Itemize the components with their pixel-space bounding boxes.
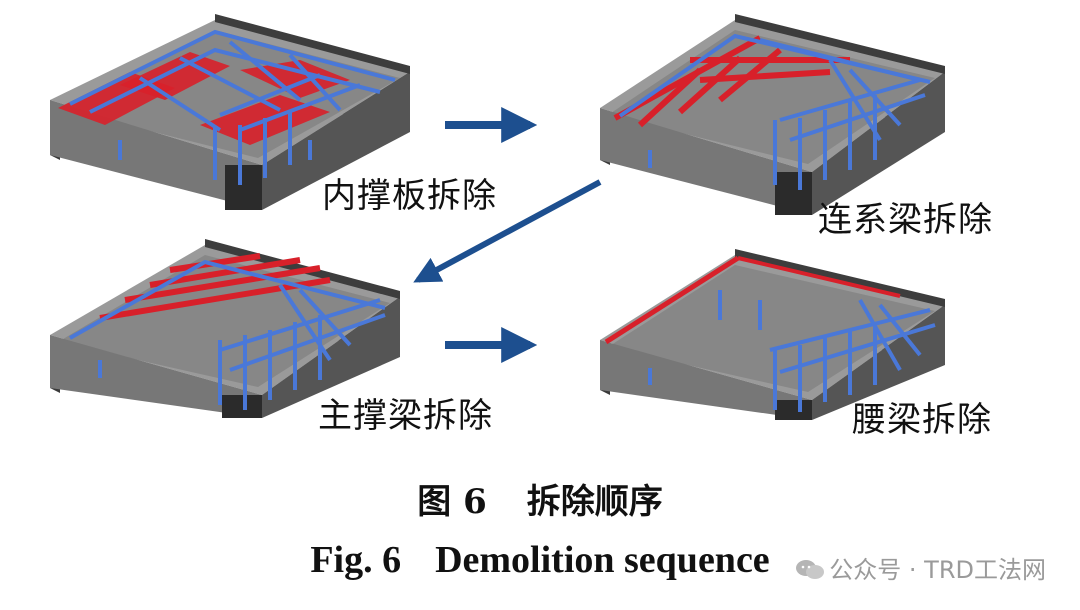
figure-title-en: Demolition sequence xyxy=(435,539,770,581)
wechat-icon xyxy=(796,560,825,579)
figure-title-cn: 拆除顺序 xyxy=(526,482,663,522)
figure-caption-cn: 图 6 拆除顺序 xyxy=(0,474,1080,523)
arrow-step2-to-step3 xyxy=(413,179,602,283)
step-2-label: 连系梁拆除 xyxy=(818,200,993,240)
panel-3-model xyxy=(50,239,400,418)
figure-caption-en: Fig. 6 Demolition sequence xyxy=(0,538,1080,582)
panel-2-model xyxy=(600,14,945,215)
diagram-svg xyxy=(50,14,945,420)
figure-number-cn: 图 6 xyxy=(417,482,487,522)
watermark: 公众号 · TRD工法网 xyxy=(795,550,1046,585)
panel-4-model xyxy=(600,249,945,420)
step-3-label: 主撑梁拆除 xyxy=(318,396,493,436)
step-1-label: 内撑板拆除 xyxy=(322,176,497,216)
step-4-label: 腰梁拆除 xyxy=(852,400,992,440)
panel-1-model xyxy=(50,14,410,210)
diagram-stage: 内撑板拆除 连系梁拆除 主撑梁拆除 腰梁拆除 xyxy=(50,14,993,440)
watermark-text: 公众号 · TRD工法网 xyxy=(829,556,1046,584)
figure-number-en: Fig. 6 xyxy=(310,539,402,581)
